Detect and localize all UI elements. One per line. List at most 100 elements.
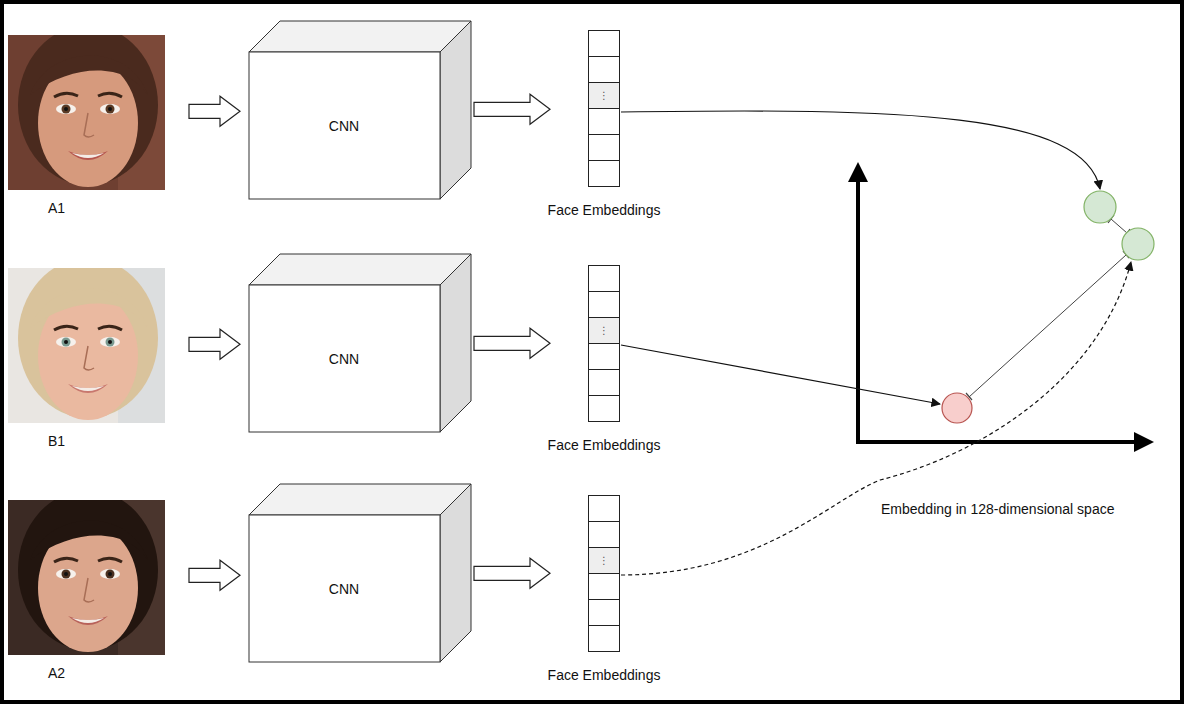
nose bbox=[84, 346, 94, 370]
vector-cell bbox=[588, 108, 620, 135]
photo-label: B1 bbox=[48, 433, 165, 449]
embedding-point bbox=[1084, 191, 1116, 223]
eyebrow bbox=[54, 93, 78, 97]
vector-cell bbox=[588, 625, 620, 652]
embedding-vector: ⋮Face Embeddings bbox=[588, 30, 620, 219]
vector-caption: Face Embeddings bbox=[548, 437, 661, 453]
smile-teeth bbox=[72, 618, 104, 623]
iris bbox=[62, 105, 71, 114]
vector-cell bbox=[588, 521, 620, 548]
distance-line bbox=[1111, 219, 1127, 233]
cube-side bbox=[440, 254, 471, 432]
cube-front bbox=[249, 52, 440, 199]
photo-label: A1 bbox=[48, 200, 165, 216]
pupil bbox=[64, 107, 68, 111]
face-illustration bbox=[8, 268, 165, 423]
vector-cell bbox=[588, 160, 620, 187]
vector-cell bbox=[588, 291, 620, 318]
smile-teeth bbox=[72, 153, 104, 158]
hair-fringe bbox=[30, 289, 148, 328]
vector-cell bbox=[588, 395, 620, 422]
distance-line bbox=[969, 255, 1126, 397]
eye bbox=[56, 337, 76, 347]
cnn-label: CNN bbox=[329, 581, 359, 597]
cnn-label: CNN bbox=[329, 351, 359, 367]
embedding-pointer bbox=[621, 345, 940, 404]
pupil bbox=[64, 572, 68, 576]
eyebrow bbox=[98, 93, 122, 97]
iris bbox=[106, 105, 115, 114]
cnn-box: CNN bbox=[248, 20, 472, 200]
cube-top bbox=[249, 484, 471, 515]
cube-top bbox=[249, 21, 471, 52]
embedding-vector: ⋮Face Embeddings bbox=[588, 265, 620, 454]
eyebrow bbox=[54, 326, 78, 330]
embedding-pointer bbox=[621, 262, 1131, 575]
vector-caption: Face Embeddings bbox=[548, 202, 661, 218]
cube-side bbox=[440, 484, 471, 662]
ellipsis-mark: ⋮ bbox=[599, 556, 609, 566]
pupil bbox=[108, 572, 112, 576]
smile bbox=[68, 384, 108, 393]
vector-cell bbox=[588, 56, 620, 83]
embedding-pointer bbox=[621, 111, 1100, 189]
vector-cell bbox=[588, 343, 620, 370]
embedding-vector: ⋮Face Embeddings bbox=[588, 495, 620, 684]
x-axis bbox=[856, 440, 1138, 444]
vector-cell: ⋮ bbox=[588, 547, 620, 574]
face-photo: B1 bbox=[8, 268, 165, 449]
vector-caption: Face Embeddings bbox=[548, 667, 661, 683]
vector-cell: ⋮ bbox=[588, 82, 620, 109]
pupil bbox=[108, 340, 112, 344]
photo-label: A2 bbox=[48, 665, 165, 681]
vector-cell bbox=[588, 599, 620, 626]
cube-side bbox=[440, 21, 471, 199]
face-illustration bbox=[8, 500, 165, 655]
cnn-box: CNN bbox=[248, 483, 472, 663]
block-arrow bbox=[189, 96, 240, 126]
eyebrow bbox=[98, 326, 122, 330]
ellipsis-mark: ⋮ bbox=[599, 91, 609, 101]
smile bbox=[68, 151, 108, 160]
hair-fringe bbox=[30, 56, 148, 95]
vector-cell bbox=[588, 265, 620, 292]
block-arrow bbox=[189, 329, 240, 359]
nose bbox=[84, 578, 94, 602]
smile bbox=[68, 616, 108, 625]
smile-teeth bbox=[72, 386, 104, 391]
block-arrow bbox=[474, 558, 550, 588]
face-photo: A2 bbox=[8, 500, 165, 681]
pupil bbox=[64, 340, 68, 344]
vector-cell bbox=[588, 573, 620, 600]
vector-cell: ⋮ bbox=[588, 317, 620, 344]
y-axis bbox=[856, 178, 860, 444]
eyebrow bbox=[98, 558, 122, 562]
pupil bbox=[108, 107, 112, 111]
ellipsis-mark: ⋮ bbox=[599, 326, 609, 336]
embedding-point bbox=[942, 393, 972, 423]
embedding-point bbox=[1122, 228, 1154, 260]
vector-cell bbox=[588, 369, 620, 396]
eyebrow bbox=[54, 558, 78, 562]
vector-cell bbox=[588, 495, 620, 522]
eye bbox=[56, 104, 76, 114]
vector-cell bbox=[588, 30, 620, 57]
iris bbox=[106, 338, 115, 347]
cnn-cube bbox=[248, 253, 472, 433]
cnn-cube bbox=[248, 483, 472, 663]
vector-cell bbox=[588, 134, 620, 161]
nose bbox=[84, 113, 94, 137]
block-arrow bbox=[189, 560, 240, 590]
cube-front bbox=[249, 515, 440, 662]
block-arrow bbox=[474, 94, 550, 124]
face-photo: A1 bbox=[8, 35, 165, 216]
cube-top bbox=[249, 254, 471, 285]
cnn-box: CNN bbox=[248, 253, 472, 433]
plot-caption: Embedding in 128-dimensional space bbox=[878, 500, 1117, 518]
cnn-label: CNN bbox=[329, 118, 359, 134]
eye bbox=[100, 569, 120, 579]
cnn-cube bbox=[248, 20, 472, 200]
eye bbox=[100, 104, 120, 114]
hair-fringe bbox=[30, 521, 148, 560]
